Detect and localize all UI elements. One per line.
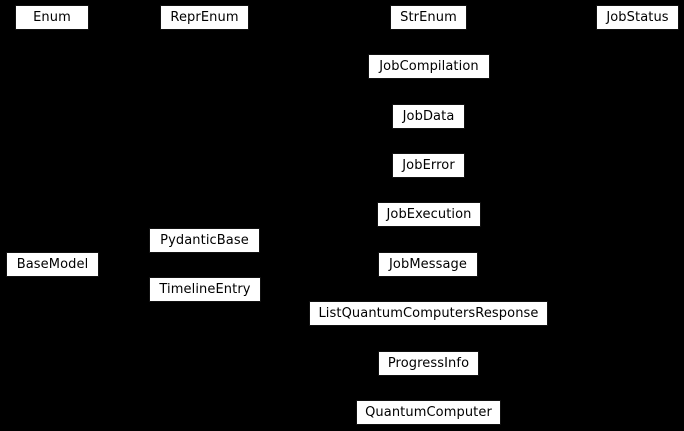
class-node-label: TimelineEntry: [159, 282, 251, 297]
class-node-label: JobExecution: [386, 207, 472, 222]
class-node-jobdata[interactable]: JobData: [392, 104, 465, 129]
class-node-jobstatus[interactable]: JobStatus: [596, 5, 679, 30]
class-node-enum[interactable]: Enum: [15, 5, 89, 30]
class-node-label: JobData: [402, 109, 455, 124]
class-node-label: Enum: [33, 10, 71, 25]
class-node-listquantumcomputersresponse[interactable]: ListQuantumComputersResponse: [309, 301, 548, 326]
class-node-label: JobCompilation: [379, 59, 479, 74]
class-node-reprenum[interactable]: ReprEnum: [160, 5, 249, 30]
class-node-jobcompilation[interactable]: JobCompilation: [368, 54, 490, 79]
class-node-label: QuantumComputer: [365, 405, 492, 420]
class-node-label: BaseModel: [16, 257, 89, 272]
class-node-basemodel[interactable]: BaseModel: [6, 252, 99, 277]
class-node-strenum[interactable]: StrEnum: [390, 5, 467, 30]
class-node-progressinfo[interactable]: ProgressInfo: [378, 351, 479, 376]
class-node-label: PydanticBase: [160, 233, 249, 248]
class-node-label: JobMessage: [388, 257, 468, 272]
class-node-label: JobStatus: [606, 10, 669, 25]
class-node-label: ListQuantumComputersResponse: [318, 306, 539, 321]
class-node-pydanticbase[interactable]: PydanticBase: [149, 228, 260, 253]
class-node-joberror[interactable]: JobError: [392, 153, 465, 178]
class-node-jobmessage[interactable]: JobMessage: [378, 252, 478, 277]
class-node-timelineentry[interactable]: TimelineEntry: [149, 277, 261, 302]
class-node-jobexecution[interactable]: JobExecution: [377, 202, 481, 227]
class-node-label: StrEnum: [400, 10, 457, 25]
class-node-label: JobError: [402, 158, 455, 173]
class-node-quantumcomputer[interactable]: QuantumComputer: [356, 400, 501, 425]
class-node-label: ReprEnum: [170, 10, 239, 25]
class-node-label: ProgressInfo: [387, 356, 470, 371]
